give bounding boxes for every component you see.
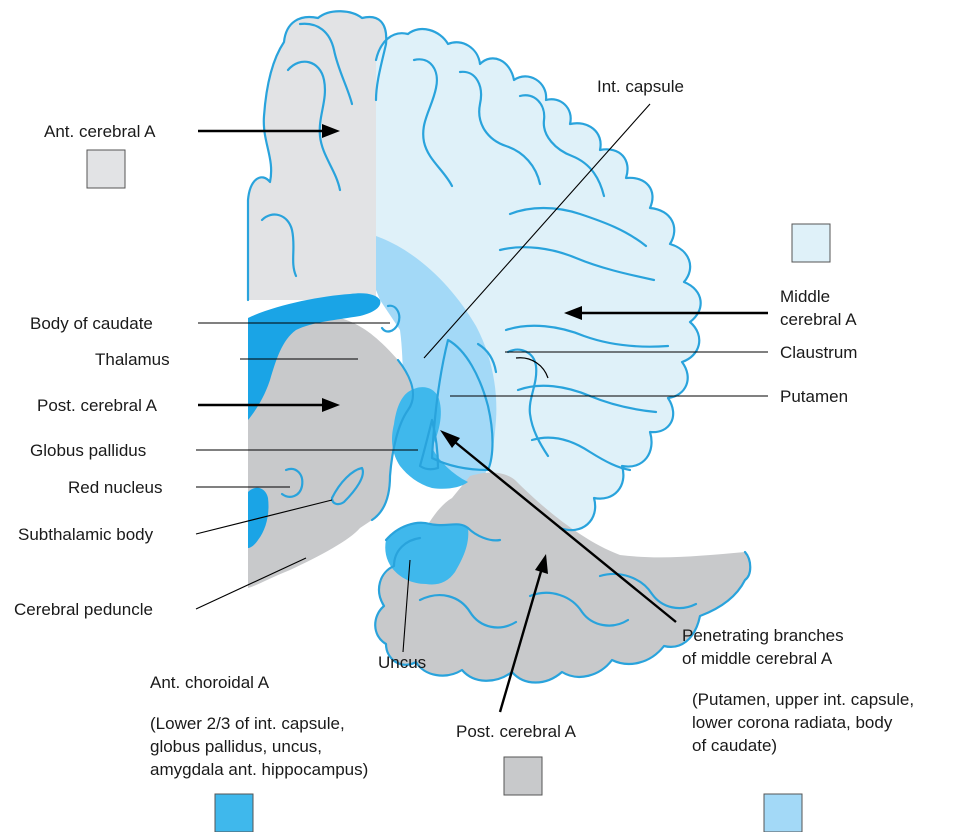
- label-int-capsule: Int. capsule: [597, 77, 684, 96]
- legend-penetrating-desc-1: (Putamen, upper int. capsule,: [692, 690, 914, 709]
- label-putamen: Putamen: [780, 387, 848, 406]
- label-body-of-caudate: Body of caudate: [30, 314, 153, 333]
- swatch-post-cerebral: [504, 757, 542, 795]
- label-penetrating-1: Penetrating branches: [682, 626, 844, 645]
- legend-penetrating-desc-3: of caudate): [692, 736, 777, 755]
- swatch-ant-choroidal: [215, 794, 253, 832]
- label-red-nucleus: Red nucleus: [68, 478, 163, 497]
- label-thalamus: Thalamus: [95, 350, 170, 369]
- label-globus-pallidus: Globus pallidus: [30, 441, 146, 460]
- legend-ant-choroidal-title: Ant. choroidal A: [150, 673, 270, 692]
- swatch-penetrating: [764, 794, 802, 832]
- label-subthalamic-body: Subthalamic body: [18, 525, 154, 544]
- label-middle-cerebral-1: Middle: [780, 287, 830, 306]
- swatch-ant-cerebral: [87, 150, 125, 188]
- region-fills: [248, 11, 750, 682]
- label-middle-cerebral-2: cerebral A: [780, 310, 857, 329]
- legend-ant-choroidal-desc-1: (Lower 2/3 of int. capsule,: [150, 714, 345, 733]
- label-cerebral-peduncle: Cerebral peduncle: [14, 600, 153, 619]
- label-penetrating-2: of middle cerebral A: [682, 649, 833, 668]
- label-post-cerebral-left: Post. cerebral A: [37, 396, 158, 415]
- legend-ant-choroidal-desc-2: globus pallidus, uncus,: [150, 737, 322, 756]
- label-ant-cerebral: Ant. cerebral A: [44, 122, 156, 141]
- swatch-middle-cerebral: [792, 224, 830, 262]
- label-claustrum: Claustrum: [780, 343, 857, 362]
- label-uncus: Uncus: [378, 653, 426, 672]
- legend-ant-choroidal-desc-3: amygdala ant. hippocampus): [150, 760, 368, 779]
- legend-penetrating-desc-2: lower corona radiata, body: [692, 713, 893, 732]
- legend-post-cerebral-bottom: Post. cerebral A: [456, 722, 577, 741]
